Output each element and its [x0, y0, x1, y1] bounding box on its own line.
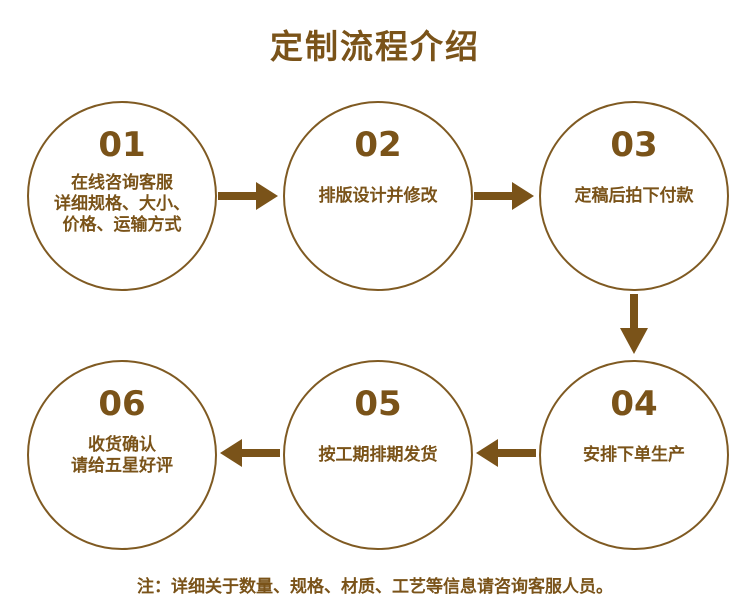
step-03-circle: 03 定稿后拍下付款 [539, 101, 729, 291]
footer-note: 注：详细关于数量、规格、材质、工艺等信息请咨询客服人员。 [137, 577, 613, 597]
step-02-circle: 02 排版设计并修改 [283, 101, 473, 291]
arrow-right-icon [474, 182, 534, 210]
step-number: 01 [98, 125, 146, 165]
step-number: 02 [354, 125, 402, 165]
step-06-circle: 06 收货确认 请给五星好评 [27, 360, 217, 550]
step-01-circle: 01 在线咨询客服 详细规格、大小、 价格、运输方式 [27, 101, 217, 291]
step-04-circle: 04 安排下单生产 [539, 360, 729, 550]
step-label: 定稿后拍下付款 [574, 186, 694, 206]
step-number: 06 [98, 384, 146, 424]
arrow-right-icon [218, 182, 278, 210]
step-number: 04 [610, 384, 658, 424]
step-label: 排版设计并修改 [318, 186, 438, 206]
step-number: 05 [354, 384, 402, 424]
arrow-down-icon [620, 294, 648, 354]
step-label: 按工期排期发货 [318, 445, 438, 465]
step-number: 03 [610, 125, 658, 165]
page-title: 定制流程介绍 [270, 27, 480, 66]
arrow-left-icon [220, 439, 280, 467]
step-label: 收货确认 请给五星好评 [29, 435, 215, 477]
step-label-line: 价格、运输方式 [62, 215, 182, 235]
step-label: 在线咨询客服 详细规格、大小、 价格、运输方式 [29, 173, 215, 236]
step-label-line: 收货确认 [88, 435, 156, 455]
step-05-circle: 05 按工期排期发货 [283, 360, 473, 550]
arrow-left-icon [476, 439, 536, 467]
step-label: 安排下单生产 [583, 445, 685, 465]
step-label-line: 详细规格、大小、 [54, 194, 190, 214]
step-label-line: 请给五星好评 [71, 456, 173, 476]
step-label-line: 在线咨询客服 [71, 173, 173, 193]
